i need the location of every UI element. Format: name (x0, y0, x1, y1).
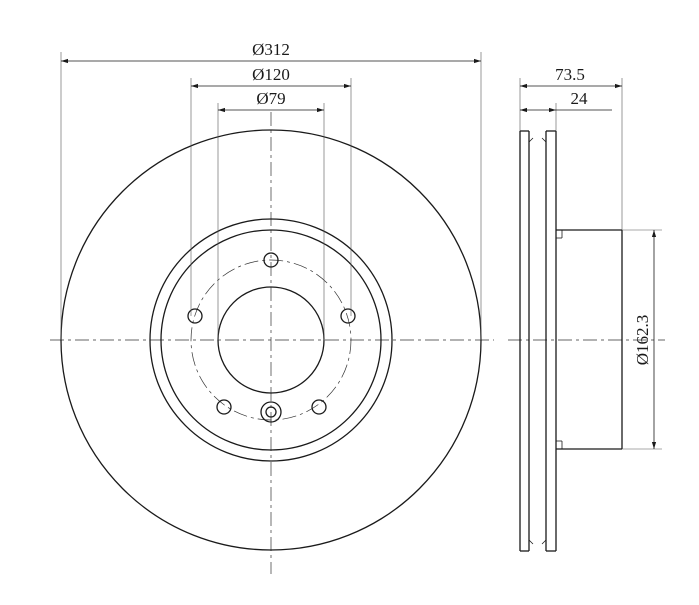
bolt-hole (311, 399, 327, 415)
outer-diameter-label: Ø312 (252, 40, 290, 59)
vent-chamfer (541, 137, 547, 143)
total-height-label: 73.5 (555, 65, 585, 84)
bolt-hole (187, 308, 203, 324)
vent-chamfer (541, 539, 547, 545)
bolt-hole (216, 399, 232, 415)
hat-diameter-label: Ø162.3 (633, 315, 652, 366)
hat-outer-ring (149, 218, 393, 462)
bolt-circle (190, 259, 352, 421)
front-view: Ø312 Ø120 Ø79 (50, 40, 494, 574)
vent-chamfer (528, 539, 534, 545)
center-bore-label: Ø79 (256, 89, 285, 108)
vent-chamfer (528, 137, 534, 143)
locating-hole-outer (260, 401, 282, 423)
bolt-hole (263, 252, 279, 268)
hat-inner-ring (160, 229, 382, 451)
bolt-circle-label: Ø120 (252, 65, 290, 84)
disc-thickness-label: 24 (571, 89, 589, 108)
side-view: 73.5 24 Ø162.3 (508, 65, 665, 552)
bolt-hole (340, 308, 356, 324)
locating-hole-inner (265, 406, 277, 418)
